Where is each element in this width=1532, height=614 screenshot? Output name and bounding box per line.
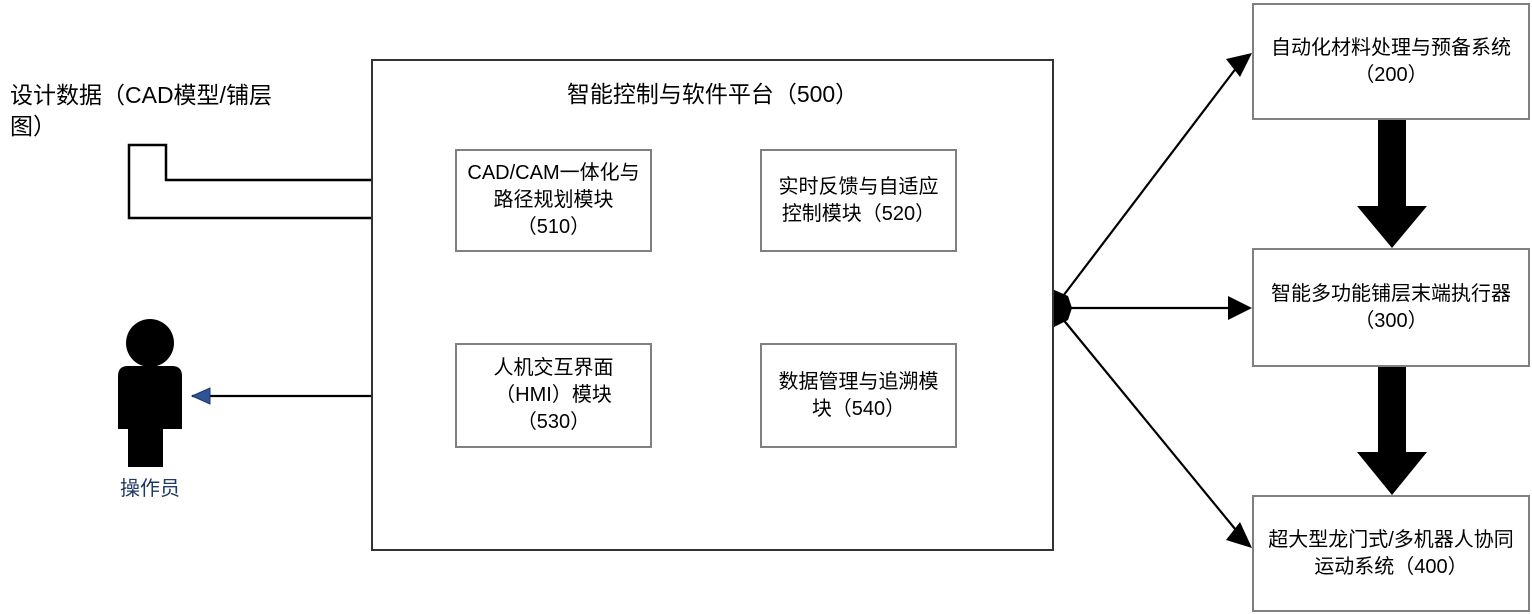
subsystem-300-to-400-connector <box>1357 367 1427 495</box>
platform-title: 智能控制与软件平台（500） <box>566 81 859 107</box>
platform-box-500[interactable]: 智能控制与软件平台（500） <box>371 59 1054 551</box>
platform-to-400-connector <box>1056 311 1252 548</box>
design-data-label: 设计数据（CAD模型/铺层 图） <box>10 82 272 140</box>
person-icon <box>118 319 182 467</box>
operator-label: 操作员 <box>120 478 180 500</box>
module-box-520[interactable]: 实时反馈与自适应 控制模块（520） <box>760 149 957 252</box>
subsystem-box-400[interactable]: 超大型龙门式/多机器人协同 运动系统（400） <box>1252 495 1530 612</box>
subsystem-200-to-300-connector <box>1357 120 1427 248</box>
module-box-540[interactable]: 数据管理与追溯模 块（540） <box>760 343 957 448</box>
subsystem-box-300[interactable]: 智能多功能铺层末端执行器 （300） <box>1252 248 1530 367</box>
subsystem-box-200[interactable]: 自动化材料处理与预备系统 （200） <box>1252 3 1530 120</box>
platform-to-300-connector <box>1057 296 1252 320</box>
module-box-530[interactable]: 人机交互界面 （HMI）模块 （530） <box>455 343 652 448</box>
platform-to-200-connector <box>1056 53 1252 305</box>
module-box-510[interactable]: CAD/CAM一体化与 路径规划模块 （510） <box>455 149 652 252</box>
